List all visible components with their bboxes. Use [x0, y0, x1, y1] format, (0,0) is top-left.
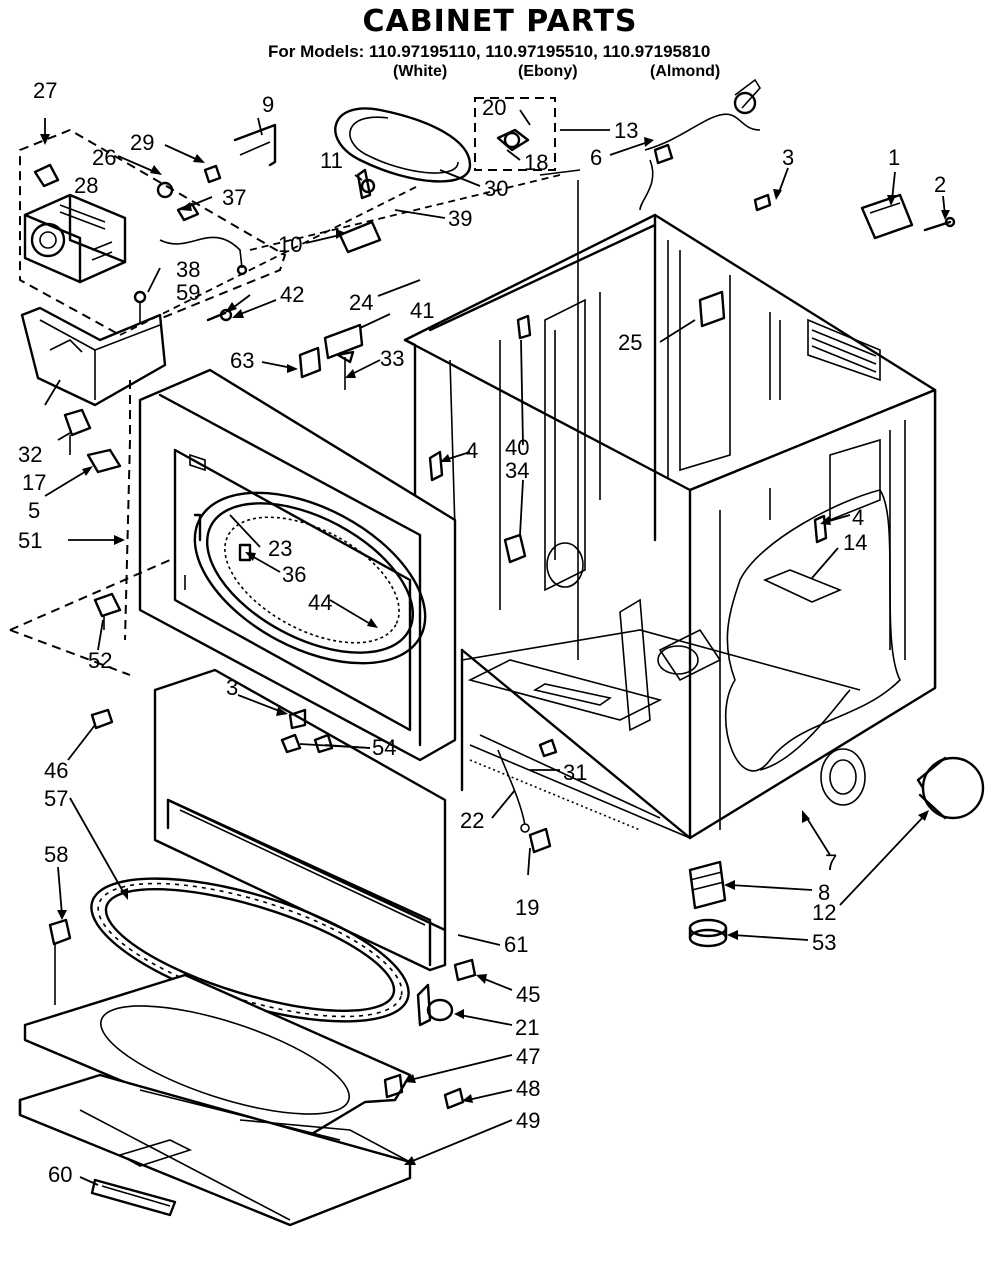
- callout-51: 51: [18, 528, 42, 553]
- callout-10: 10: [278, 232, 302, 257]
- color-label-ebony: (Ebony): [518, 63, 578, 80]
- callout-11: 11: [320, 148, 343, 173]
- callout-24: 24: [349, 290, 373, 315]
- callout-18: 18: [524, 150, 548, 175]
- callout-46: 46: [44, 758, 68, 783]
- callout-39: 39: [448, 206, 472, 231]
- callout-leaders: [40, 109, 950, 1186]
- small-parts: [48, 78, 985, 1217]
- callout-58: 58: [44, 842, 68, 867]
- callout-38: 38: [176, 257, 200, 282]
- callout-57: 57: [44, 786, 68, 811]
- callout-21: 21: [515, 1015, 539, 1040]
- callout-30: 30: [484, 176, 508, 201]
- callout-61: 61: [504, 932, 528, 957]
- callout-44: 44: [308, 590, 332, 615]
- callout-22: 22: [460, 808, 484, 833]
- callout-4-right: 4: [852, 505, 864, 530]
- callout-14: 14: [843, 530, 867, 555]
- callout-9: 9: [262, 92, 274, 117]
- callout-54: 54: [372, 735, 396, 760]
- callout-48: 48: [516, 1076, 540, 1101]
- callout-40: 40: [505, 435, 529, 460]
- callout-29: 29: [130, 130, 154, 155]
- top-door-panel: [18, 973, 412, 1227]
- callout-59: 59: [176, 280, 200, 305]
- callout-49: 49: [516, 1108, 540, 1133]
- callout-32: 32: [18, 442, 42, 467]
- control-assembly-box: [19, 128, 287, 337]
- models-line: For Models: 110.97195110, 110.97195510, …: [268, 42, 711, 61]
- lower-front-panel: [153, 668, 447, 972]
- callout-42: 42: [280, 282, 304, 307]
- callout-2: 2: [934, 172, 946, 197]
- callout-52: 52: [88, 648, 112, 673]
- callout-33: 33: [380, 346, 404, 371]
- callout-60: 60: [48, 1162, 72, 1187]
- callout-4-upper: 4: [466, 438, 478, 463]
- color-label-almond: (Almond): [650, 63, 721, 80]
- callout-12: 12: [812, 900, 836, 925]
- callout-13: 13: [614, 118, 638, 143]
- callout-17: 17: [22, 470, 46, 495]
- callout-63: 63: [230, 348, 254, 373]
- cabinet-body: [403, 169, 937, 840]
- callout-28: 28: [74, 173, 98, 198]
- callout-8: 8: [818, 880, 830, 905]
- callout-36: 36: [282, 562, 306, 587]
- page-title: CABINET PARTS: [362, 4, 638, 39]
- callout-37: 37: [222, 185, 246, 210]
- callout-47: 47: [516, 1044, 540, 1069]
- callout-34: 34: [505, 458, 529, 483]
- callout-6: 6: [590, 145, 602, 170]
- callout-3-left: 3: [226, 675, 238, 700]
- callout-1: 1: [888, 145, 900, 170]
- callout-labels: 1 2 3 3 4 4 5 6 7 8 9 10 11 12 13 14 17 …: [18, 78, 946, 1187]
- callout-7: 7: [825, 850, 837, 875]
- callout-23: 23: [268, 536, 292, 561]
- callout-3-right: 3: [782, 145, 794, 170]
- motor-bracket: [9, 174, 561, 676]
- callout-5: 5: [28, 498, 40, 523]
- callout-19: 19: [515, 895, 539, 920]
- callout-45: 45: [516, 982, 540, 1007]
- callout-26: 26: [92, 145, 116, 170]
- callout-41: 41: [410, 298, 434, 323]
- color-label-white: (White): [393, 63, 448, 80]
- callout-20: 20: [482, 95, 506, 120]
- callout-25: 25: [618, 330, 642, 355]
- callout-31: 31: [563, 760, 587, 785]
- callout-27: 27: [33, 78, 57, 103]
- callout-53: 53: [812, 930, 836, 955]
